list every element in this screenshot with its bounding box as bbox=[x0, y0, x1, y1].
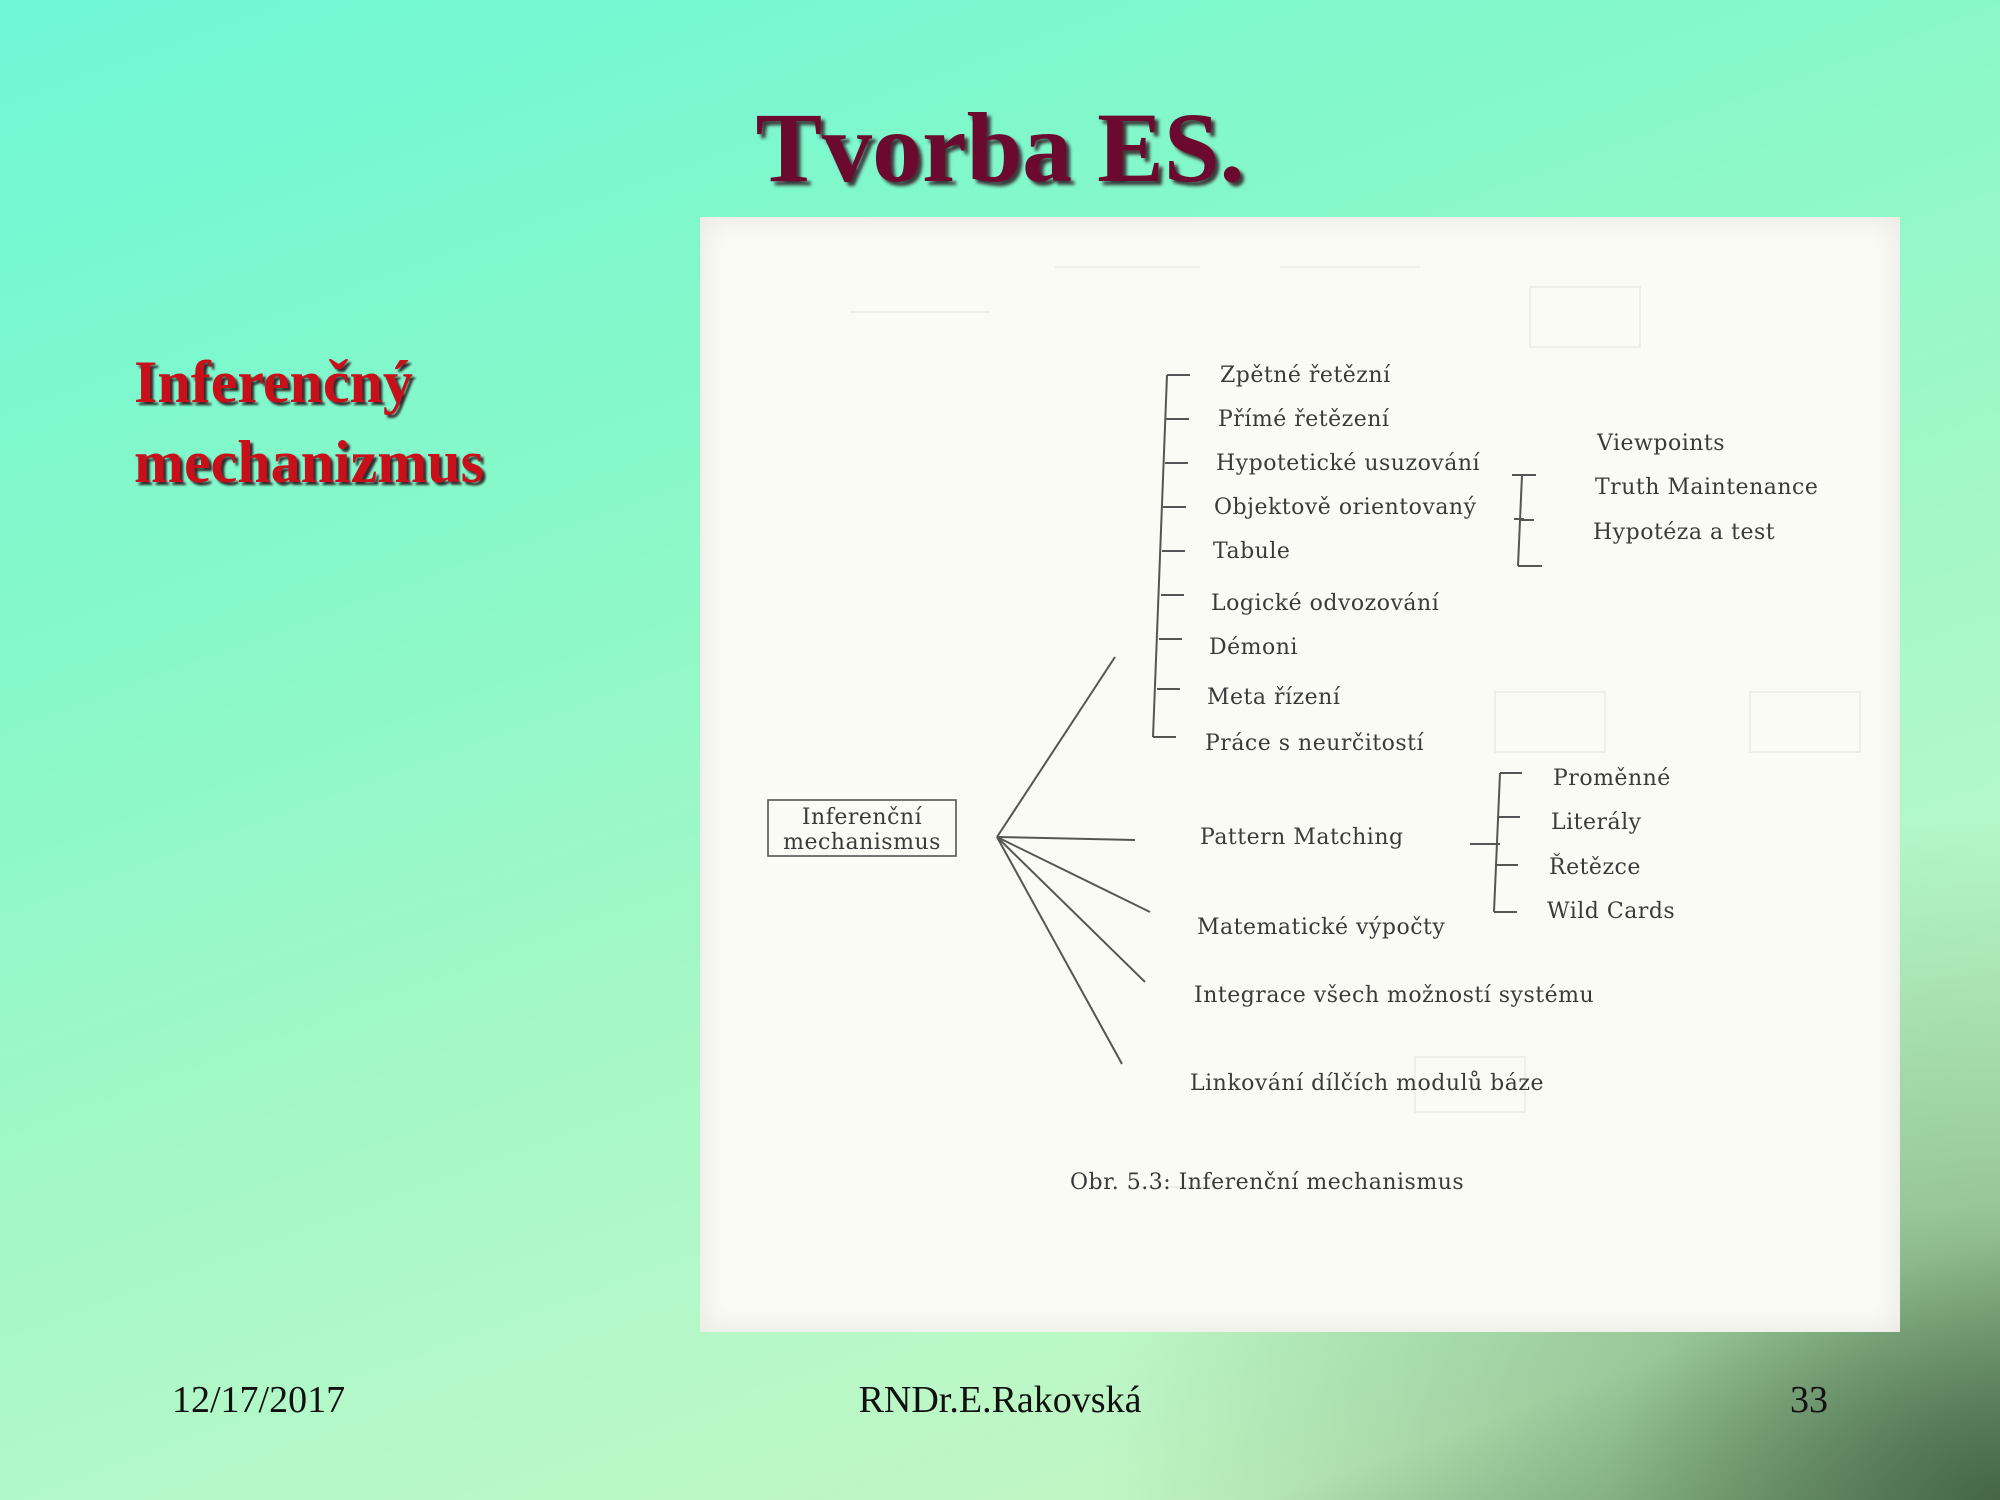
slide-title: Tvorba ES. bbox=[755, 92, 1245, 203]
bleed-through-artifacts bbox=[850, 266, 1861, 1188]
root-box bbox=[767, 799, 957, 857]
figure-caption: Obr. 5.3: Inferenční mechanismus bbox=[1070, 1170, 1464, 1195]
footer-date: 12/17/2017 bbox=[172, 1379, 346, 1421]
hypothetical-subitem: Hypotéza a test bbox=[1593, 520, 1775, 545]
pattern-matching-label: Pattern Matching bbox=[1200, 825, 1404, 850]
root-label-line-1: Inferenční bbox=[802, 805, 923, 830]
diagram-lines bbox=[767, 374, 1542, 1065]
upper-item: Objektově orientovaný bbox=[1214, 495, 1477, 520]
diagram-figure: Inferenční mechanismus Zpětné řetězní Př… bbox=[700, 217, 1900, 1332]
slide-subtitle: Inferenčný mechanizmus bbox=[134, 342, 634, 502]
linking-label: Linkování dílčích modulů báze bbox=[1190, 1069, 1544, 1096]
pattern-subitem: Literály bbox=[1551, 810, 1642, 835]
footer-page-number: 33 bbox=[1790, 1379, 1828, 1421]
math-label: Matematické výpočty bbox=[1197, 915, 1445, 940]
footer-author: RNDr.E.Rakovská bbox=[858, 1379, 1142, 1421]
hypothetical-subitem: Truth Maintenance bbox=[1595, 475, 1818, 500]
upper-item: Zpětné řetězní bbox=[1220, 363, 1391, 388]
subtitle-line-1: Inferenčný bbox=[134, 349, 413, 415]
upper-item: Logické odvozování bbox=[1211, 591, 1440, 616]
root-label-line-2: mechanismus bbox=[783, 830, 941, 855]
upper-item: Démoni bbox=[1209, 635, 1298, 660]
upper-item: Meta řízení bbox=[1207, 685, 1341, 710]
pattern-subitem: Proměnné bbox=[1553, 766, 1671, 791]
upper-item: Práce s neurčitostí bbox=[1205, 731, 1425, 756]
hypothetical-subitem: Viewpoints bbox=[1596, 431, 1725, 456]
upper-item: Tabule bbox=[1213, 539, 1290, 564]
pattern-subitem: Řetězce bbox=[1549, 853, 1641, 880]
diagram-svg: Inferenční mechanismus Zpětné řetězní Př… bbox=[767, 266, 1861, 1195]
upper-item: Přímé řetězení bbox=[1218, 407, 1390, 432]
pattern-subitem: Wild Cards bbox=[1547, 899, 1675, 924]
integration-label: Integrace všech možností systému bbox=[1194, 983, 1594, 1008]
upper-item: Hypotetické usuzování bbox=[1216, 451, 1481, 476]
subtitle-line-2: mechanizmus bbox=[134, 429, 484, 495]
